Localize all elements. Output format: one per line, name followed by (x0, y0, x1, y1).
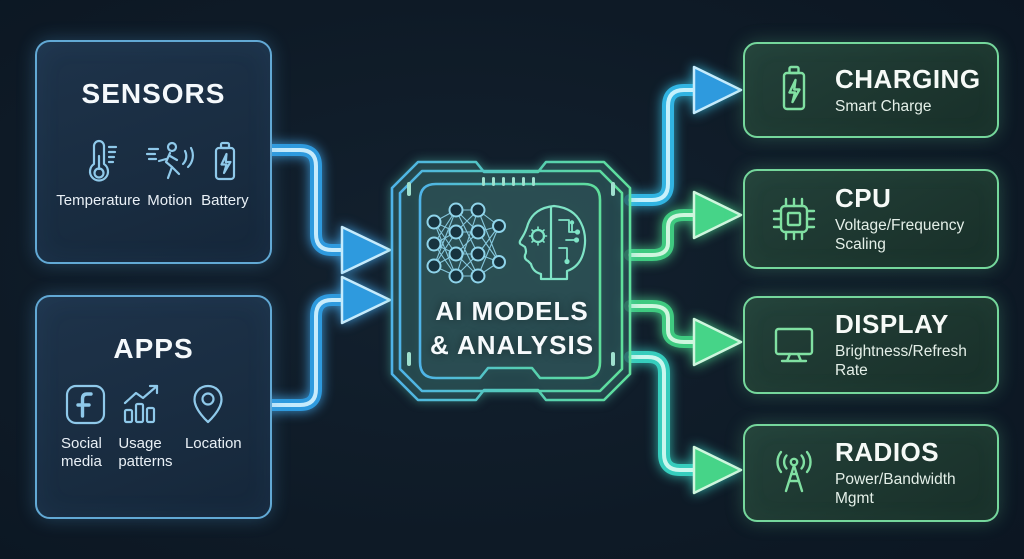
arrow-ai-to-display (624, 300, 743, 367)
app-item-label: Location (184, 435, 242, 452)
output-cpu: CPU Voltage/Frequency Scaling (743, 169, 999, 269)
usage-chart-icon (118, 381, 166, 429)
battery-icon (203, 138, 247, 186)
app-item-social-media: Social media (61, 381, 118, 471)
battery-charging-icon (765, 61, 823, 119)
ai-core-title-line1: AI MODELS (435, 296, 589, 326)
chip-side-pins (407, 182, 615, 366)
output-subtitle: Voltage/Frequency Scaling (835, 217, 965, 253)
apps-panel: APPS Social media (35, 295, 272, 519)
thermometer-icon (76, 138, 120, 186)
facebook-icon (61, 381, 109, 429)
radio-tower-icon (765, 445, 823, 501)
chip-middle-outline (398, 169, 624, 393)
arrow-ai-to-charging (624, 65, 743, 206)
arrow-sensors-to-ai (262, 144, 392, 275)
ai-core-title: AI MODELS & ANALYSIS (398, 295, 626, 363)
sensor-item-label: Temperature (56, 192, 141, 209)
app-item-usage-patterns: Usage patterns (118, 381, 185, 471)
location-pin-icon (185, 381, 231, 429)
neural-network-icon (426, 202, 506, 284)
arrow-ai-to-radios (624, 351, 743, 495)
apps-title: APPS (113, 333, 194, 364)
output-title: CHARGING (835, 63, 981, 94)
output-charging: CHARGING Smart Charge (743, 42, 999, 138)
output-radios: RADIOS Power/Bandwidth Mgmt (743, 424, 999, 522)
app-item-label: Usage patterns (118, 435, 173, 470)
output-title: DISPLAY (835, 309, 949, 340)
arrow-ai-to-cpu (624, 190, 743, 261)
ai-head-icon (518, 204, 587, 281)
motion-runner-icon (145, 138, 195, 186)
sensor-item-label: Motion (147, 192, 193, 209)
output-title: RADIOS (835, 437, 940, 468)
app-item-location: Location (185, 381, 246, 471)
ai-core-chip (390, 160, 632, 402)
chip-top-pins (482, 177, 535, 186)
sensor-item-temperature: Temperature (55, 138, 142, 210)
arrow-apps-to-ai (262, 275, 392, 411)
output-subtitle: Brightness/Refresh Rate (835, 343, 967, 379)
ai-core-title-line2: & ANALYSIS (429, 329, 595, 360)
output-subtitle: Smart Charge (835, 97, 932, 115)
sensors-panel: SENSORS Temperature (35, 40, 272, 264)
sensor-item-motion: Motion (142, 138, 198, 210)
output-display: DISPLAY Brightness/Refresh Rate (743, 296, 999, 394)
app-item-label: Social media (61, 435, 102, 470)
output-title: CPU (835, 183, 892, 214)
sensor-item-label: Battery (201, 192, 249, 209)
cpu-chip-icon (765, 191, 823, 247)
sensor-item-battery: Battery (198, 138, 252, 210)
monitor-icon (765, 319, 823, 371)
output-subtitle: Power/Bandwidth Mgmt (835, 471, 956, 507)
sensors-title: SENSORS (81, 78, 226, 109)
